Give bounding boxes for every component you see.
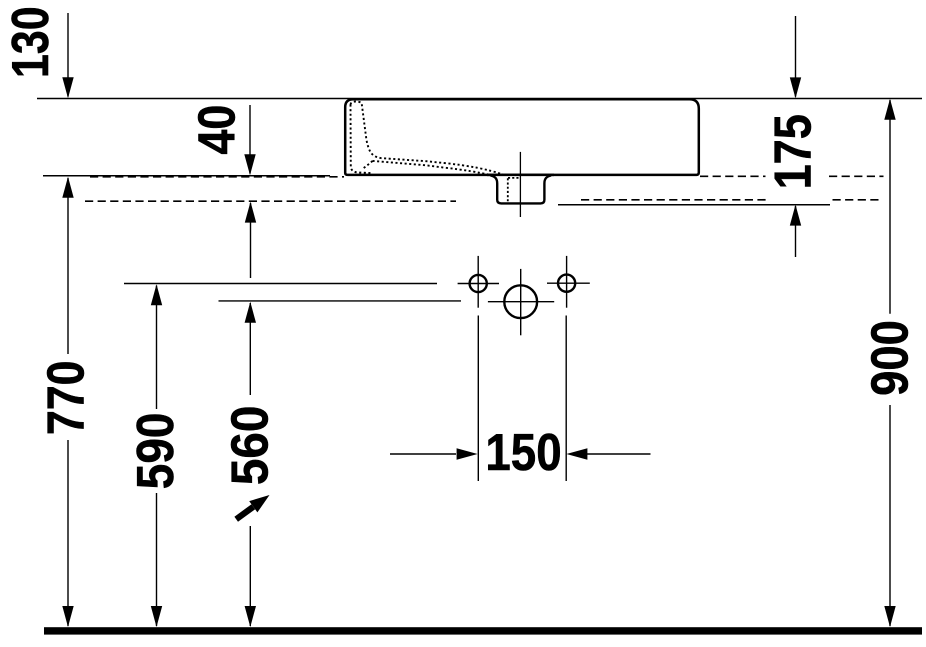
svg-text:590: 590: [127, 413, 185, 490]
svg-text:40: 40: [189, 105, 247, 155]
svg-text:770: 770: [38, 361, 96, 435]
svg-text:150: 150: [485, 424, 561, 482]
svg-text:130: 130: [2, 6, 60, 78]
svg-text:900: 900: [862, 320, 920, 396]
svg-text:560: 560: [222, 406, 280, 486]
svg-text:175: 175: [765, 114, 823, 189]
